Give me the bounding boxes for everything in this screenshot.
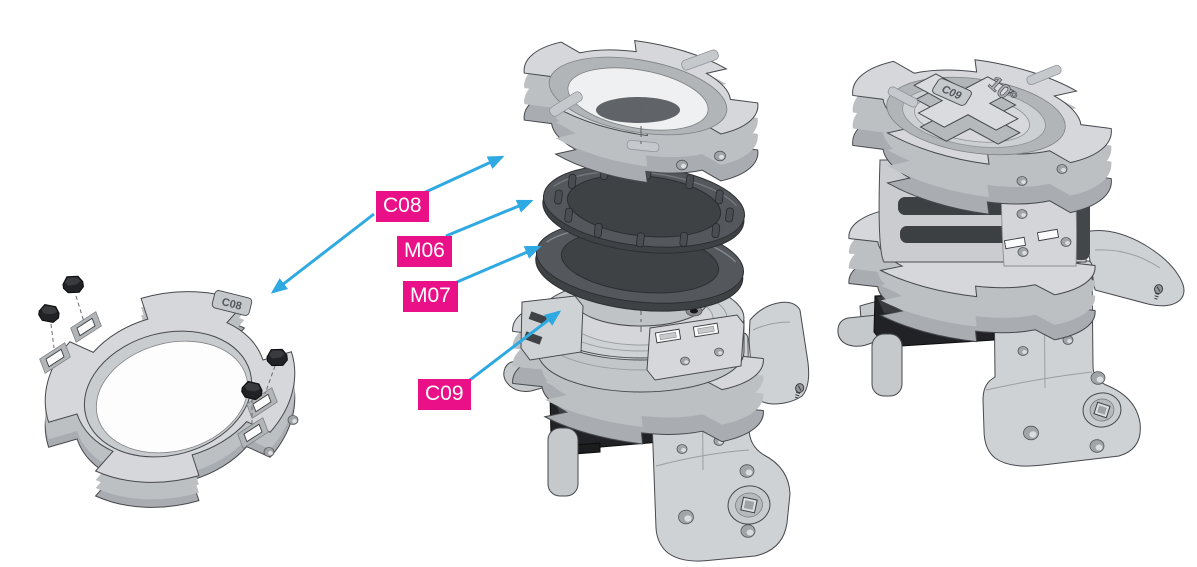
arrow-c08-to-cap	[416, 155, 505, 198]
cap-top-slots	[549, 49, 719, 153]
collar-front-left-block	[520, 295, 584, 361]
arrow-m07-to-washer	[456, 245, 542, 284]
left-part-c08-ring: C08	[22, 274, 318, 514]
callout-m07: M07	[403, 281, 458, 312]
callout-c08: C08	[376, 191, 429, 222]
callout-arrows	[270, 155, 562, 388]
slot-cutout	[237, 417, 269, 449]
assembly-axis-line	[75, 295, 85, 323]
right-wing	[748, 301, 810, 405]
square-drive-boss	[727, 485, 771, 525]
assembly-axis-line	[50, 323, 55, 349]
left-wing-tab	[837, 314, 881, 347]
top-cap: C09 10°	[813, 34, 1151, 240]
cap-engraving: C09	[932, 78, 972, 106]
cap-top-slots	[887, 64, 1062, 108]
slot-cutout	[39, 342, 71, 374]
left-leg	[871, 333, 903, 397]
ring-engraving: C08	[211, 290, 253, 316]
right-wing	[1084, 230, 1185, 307]
left-leg	[547, 427, 579, 497]
slot-cutout	[246, 387, 278, 419]
callout-c09: C09	[418, 379, 471, 410]
middle-exploded-assembly	[473, 17, 810, 562]
hex-nut	[37, 303, 61, 324]
ring-through-hole	[95, 340, 249, 454]
assembled-unit: C09 10°	[810, 34, 1185, 467]
ring-engraving-text: C08	[220, 296, 242, 313]
square-drive-boss	[1082, 392, 1122, 428]
groove-dark-band	[900, 226, 1030, 243]
top-cap-ring	[488, 17, 794, 206]
callout-m06: M06	[397, 236, 452, 267]
slot-cutout	[70, 311, 102, 343]
arrow-m06-to-bearing	[445, 199, 534, 238]
bearing-m06	[542, 164, 745, 254]
collar-front-right-block	[646, 314, 745, 381]
arrow-c09-to-drum	[461, 310, 562, 388]
hex-nut	[61, 274, 85, 295]
arrow-c08-to-left-ring	[270, 212, 375, 294]
assembly-axis-line	[264, 365, 276, 395]
